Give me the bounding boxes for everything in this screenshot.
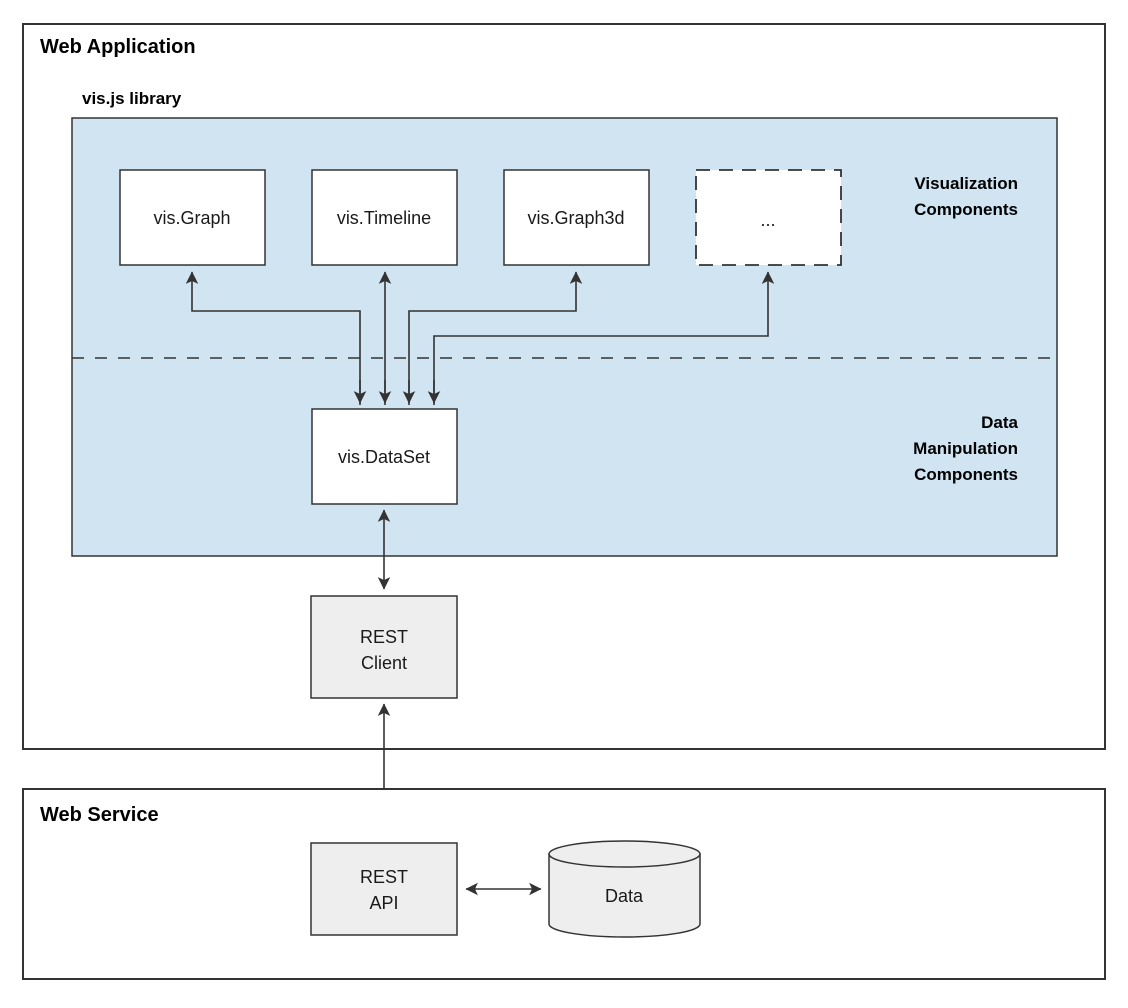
visualization-components-label: Visualization Components (914, 174, 1018, 219)
node-rest-api-box[interactable] (310, 842, 458, 936)
node-more-components-box[interactable] (695, 169, 842, 266)
node-vis-dataset-label: vis.DataSet (338, 447, 430, 467)
node-rest-client-label-line2: Client (361, 653, 407, 673)
node-vis-graph-box[interactable] (119, 169, 266, 266)
node-vis-graph3d-label: vis.Graph3d (527, 208, 624, 228)
node-more-components-label: ... (760, 210, 775, 230)
web-service-title: Web Service (40, 804, 159, 826)
node-rest-client[interactable]: REST Client (310, 595, 458, 699)
node-rest-client-label-line1: REST (360, 627, 408, 647)
web-application-section: Web Application vis.js library Visualiza… (22, 23, 1106, 750)
node-vis-dataset-box[interactable] (311, 408, 458, 505)
svg-text:Components: Components (914, 465, 1018, 484)
node-vis-dataset[interactable]: vis.DataSet (311, 408, 458, 505)
node-rest-client-box[interactable] (310, 595, 458, 699)
connector-dataset-to-vis-graph (185, 271, 361, 405)
node-data-store-label: Data (605, 886, 644, 906)
node-rest-api[interactable]: REST API (310, 842, 458, 936)
web-application-title: Web Application (40, 36, 196, 58)
connector-dataset-to-vis-graph3d (408, 271, 583, 405)
node-vis-graph3d[interactable]: vis.Graph3d (503, 169, 650, 266)
node-vis-timeline-label: vis.Timeline (337, 208, 431, 228)
node-vis-graph3d-box[interactable] (503, 169, 650, 266)
vis-js-library-label: vis.js library (82, 89, 182, 108)
node-data-store-top (548, 840, 701, 868)
node-rest-api-label-line1: REST (360, 867, 408, 887)
web-service-section: Web Service REST API Data (22, 788, 1106, 980)
node-vis-graph-label: vis.Graph (153, 208, 230, 228)
svg-text:Manipulation: Manipulation (913, 439, 1018, 458)
connector-dataset-to-more (433, 271, 775, 405)
node-data-store-body[interactable] (548, 853, 701, 938)
node-rest-api-label-line2: API (369, 893, 398, 913)
svg-text:Visualization: Visualization (914, 174, 1018, 193)
node-data-store[interactable]: Data (548, 840, 701, 938)
node-vis-graph[interactable]: vis.Graph (119, 169, 266, 266)
node-more-components[interactable]: ... (695, 169, 842, 266)
data-manipulation-components-label: Data Manipulation Components (913, 413, 1018, 484)
node-vis-timeline-box[interactable] (311, 169, 458, 266)
svg-text:Data: Data (981, 413, 1018, 432)
node-vis-timeline[interactable]: vis.Timeline (311, 169, 458, 266)
svg-text:Components: Components (914, 200, 1018, 219)
